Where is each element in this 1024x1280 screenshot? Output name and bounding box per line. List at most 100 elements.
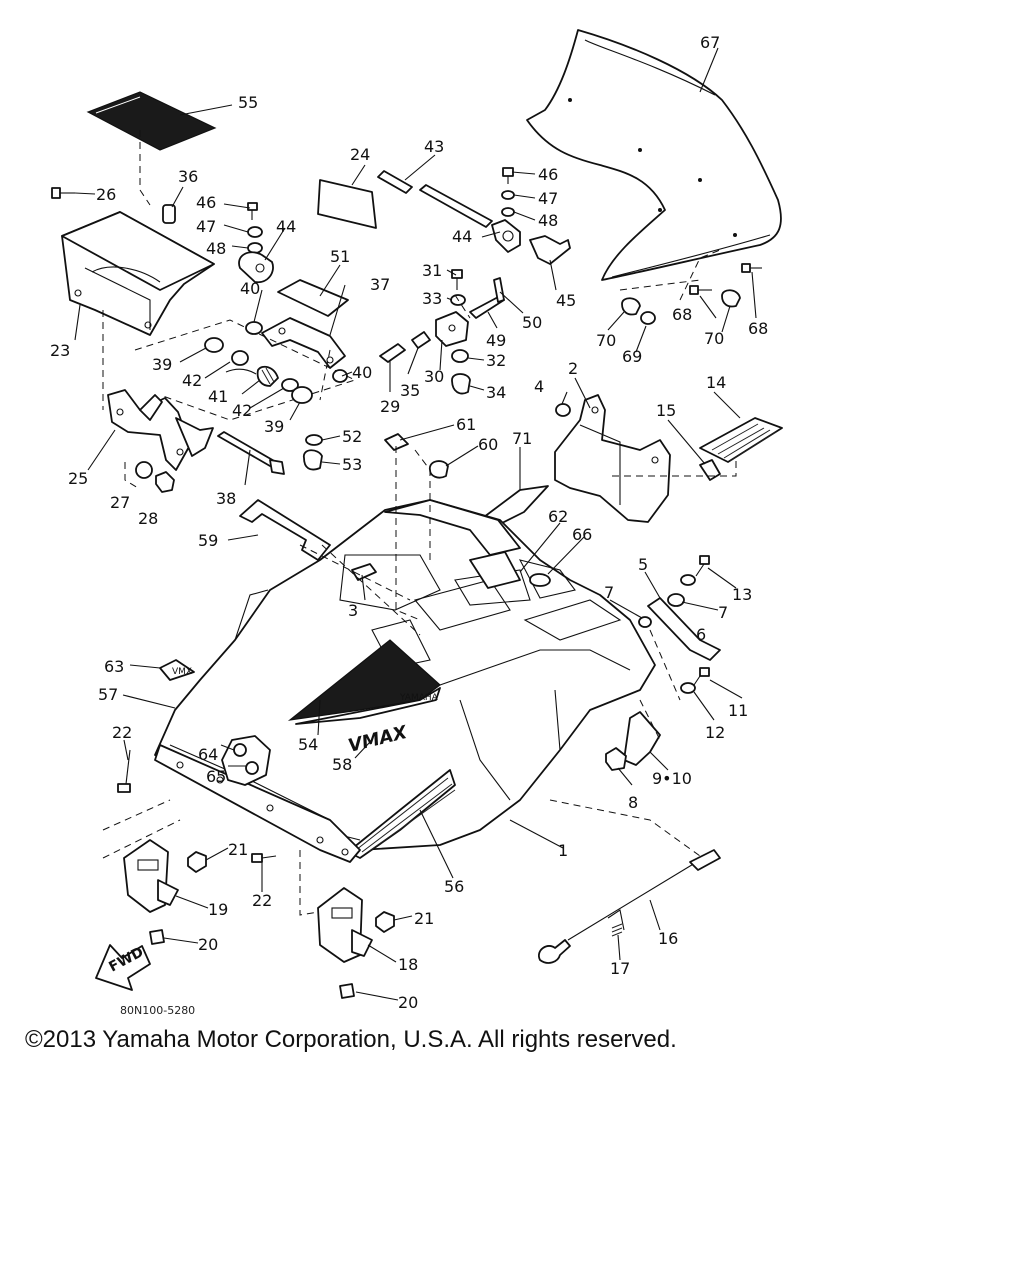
part-washer-69 [640,311,656,325]
part-screw-20a [149,929,165,945]
callout-45: 45 [556,291,576,310]
callout-1: 1 [558,841,568,860]
callout-37: 37 [370,275,390,294]
part-hood-cable [538,849,721,964]
callout-70b: 70 [704,329,724,348]
part-washer-4 [555,403,571,417]
part-hinge-bracket [491,219,571,265]
callout-54: 54 [298,735,318,754]
callout-65: 65 [206,767,226,786]
part-corner-emblem: VMX [159,659,195,681]
callout-19: 19 [208,900,228,919]
part-hinge-knob [238,251,274,284]
callout-2: 2 [568,359,578,378]
part-tension-strap [647,597,721,661]
part-hood-hinge-left [123,839,179,913]
part-cover-plate [277,279,349,317]
leader-lines [74,47,757,1001]
part-hinge-shaft [377,170,493,228]
callout-6: 6 [696,625,706,644]
callout-35: 35 [400,381,420,400]
callout-43: 43 [424,137,444,156]
part-washer-12 [680,682,696,694]
part-screw-20b [339,983,355,999]
parts-diagram: YAMAHA VMAX VMX [50,29,783,1010]
callout-49: 49 [486,331,506,350]
callout-44b: 44 [452,227,472,246]
callout-57: 57 [98,685,118,704]
callout-50: 50 [522,313,542,332]
callout-14: 14 [706,373,726,392]
guide-lines [102,130,737,916]
part-bolt-washer-set-right [501,167,515,217]
callout-66: 66 [572,525,592,544]
part-washer-32 [451,349,469,363]
diagram-code: 80N100-5280 [120,1004,196,1017]
callout-40a: 40 [240,279,260,298]
callout-7a: 7 [604,583,614,602]
part-windshield [526,29,782,281]
part-bushing-upper [204,337,249,366]
part-decal-sheet [86,91,217,151]
part-washer-52 [305,434,323,446]
callout-40b: 40 [352,363,372,382]
callout-55: 55 [238,93,258,112]
emblem-text: VMX [172,667,192,677]
callout-22a: 22 [112,723,132,742]
callout-51: 51 [330,247,350,266]
part-bolt-22a [117,749,131,793]
callout-18: 18 [398,955,418,974]
part-bushing-lower [281,378,313,404]
part-hood-hinge-right [317,887,373,963]
part-clip-3 [351,563,377,581]
callout-21a: 21 [228,840,248,859]
callout-29: 29 [380,397,400,416]
part-vent-ring [529,573,551,587]
callout-3: 3 [348,601,358,620]
callout-39b: 39 [264,417,284,436]
callout-27: 27 [110,493,130,512]
part-latch-spring [225,365,279,387]
guide-box-latch [134,319,357,421]
part-pin-50 [493,277,505,303]
callout-41: 41 [208,387,228,406]
callout-26: 26 [96,185,116,204]
part-nut-8 [605,747,627,771]
callout-58: 58 [332,755,352,774]
part-screw [51,187,75,199]
callout-52: 52 [342,427,362,446]
callout-56: 56 [444,877,464,896]
callout-61: 61 [456,415,476,434]
callout-46b: 46 [538,165,558,184]
callout-28: 28 [138,509,158,528]
callout-25: 25 [68,469,88,488]
part-cap-60 [429,460,449,479]
part-collar-6 [667,593,685,607]
callout-22b: 22 [252,891,272,910]
part-washer-40 [245,321,263,335]
callout-12: 12 [705,723,725,742]
part-bolt-13 [695,555,710,577]
fwd-arrow-icon: FWD [95,944,151,991]
part-hinge-plate [623,711,661,766]
part-nut-28 [155,471,175,493]
part-latch-catch [435,311,469,347]
callout-13: 13 [732,585,752,604]
part-clip-61 [384,433,409,451]
part-washer-40b [332,369,348,383]
part-catch-bolt [451,269,463,290]
callout-67: 67 [700,33,720,52]
part-washer-7b [638,616,652,628]
callout-labels: 1 2 3 4 5 6 7 7 8 9•10 11 12 13 14 15 16… [50,33,768,1010]
part-hood-decal: YAMAHA [287,639,441,725]
part-console-housing [61,211,215,336]
decal-text-small: YAMAHA [399,693,439,703]
callout-31: 31 [422,261,442,280]
callout-44a: 44 [276,217,296,236]
part-latch-pin [379,331,431,363]
part-washer-27 [135,461,153,479]
part-footrest-bracket [554,394,671,523]
callout-53: 53 [342,455,362,474]
callout-30: 30 [424,367,444,386]
part-latch-base-bracket [107,389,214,471]
